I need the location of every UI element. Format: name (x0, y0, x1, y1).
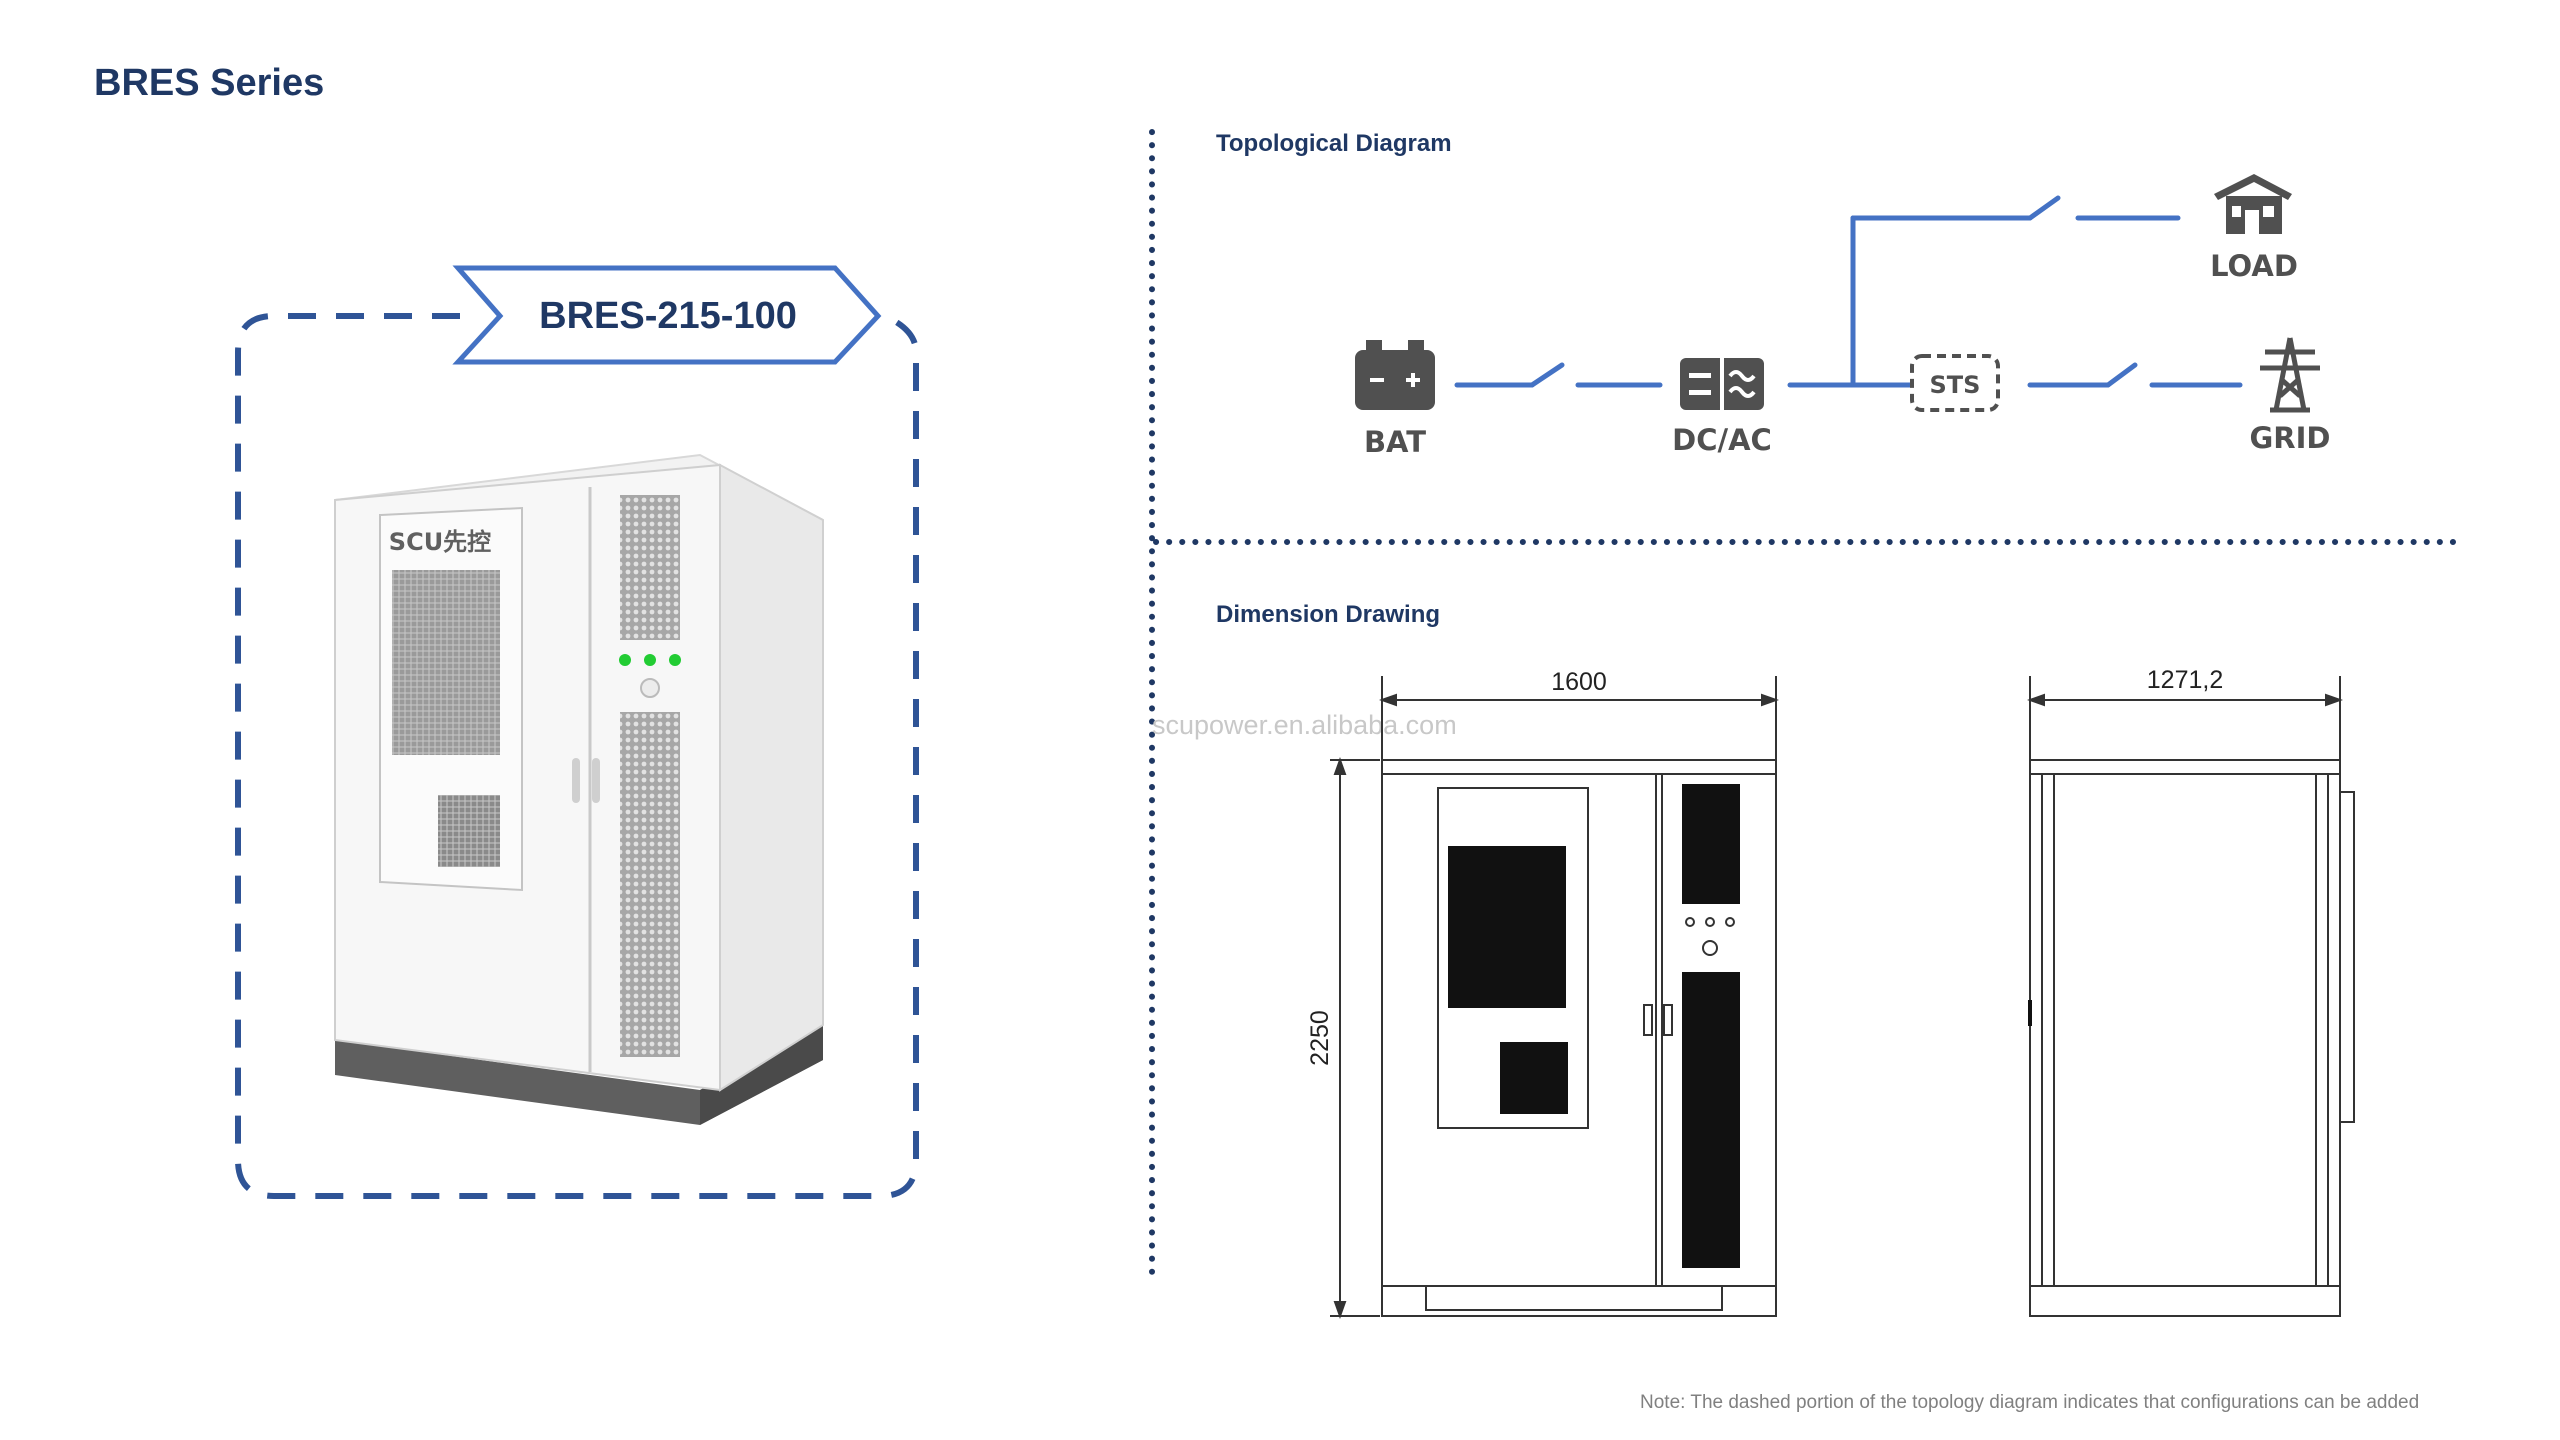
dimension-heading: Dimension Drawing (1216, 601, 1441, 628)
watermark: scupower.en.alibaba.com (1152, 710, 1457, 740)
footer-note: Note: The dashed portion of the topology… (1640, 1392, 2420, 1413)
topology-heading: Topological Diagram (1216, 130, 1452, 157)
bat-label: BAT (1364, 425, 1426, 459)
house-icon (2214, 174, 2292, 234)
dashed-frame (235, 313, 919, 1199)
battery-icon (1355, 340, 1435, 410)
dcac-label: DC/AC (1672, 423, 1772, 457)
model-tag-arrow (452, 265, 882, 365)
grid-label: GRID (2250, 421, 2331, 455)
inverter-icon (1680, 358, 1764, 410)
product-panel: BRES-215-100 SCU先控 (235, 265, 919, 1199)
depth-dimension: 1271,2 (2147, 666, 2223, 694)
sts-box (1910, 354, 2000, 412)
topology-diagram: BAT DC/AC STS LOAD GRID (1355, 174, 2331, 459)
load-label: LOAD (2210, 249, 2298, 283)
sts-label: STS (1930, 371, 1981, 399)
dimension-drawing: 1600 1271,2 2250 (1306, 666, 2355, 1319)
width-dimension: 1600 (1551, 668, 1607, 696)
pylon-icon (2260, 337, 2320, 413)
logo-text: SCU先控 (389, 528, 491, 556)
model-label: BRES-215-100 (539, 295, 797, 337)
cabinet-photo: SCU先控 (334, 453, 824, 1125)
height-dimension: 2250 (1306, 1010, 1334, 1066)
page-title: BRES Series (94, 62, 325, 104)
